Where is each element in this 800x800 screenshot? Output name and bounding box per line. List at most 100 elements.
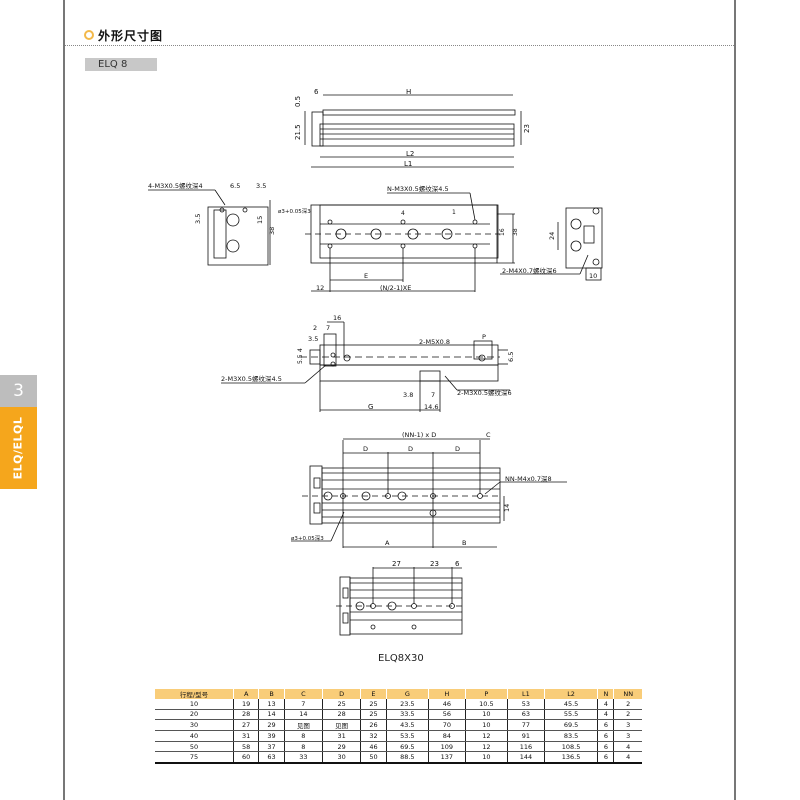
table-cell: 88.5 [386,751,430,764]
table-cell: 12 [465,741,509,753]
svg-text:H: H [406,88,411,96]
top-view-drawing: 6 H 0.5 21.5 23 L2 L1 [294,88,531,168]
table-cell: 30 [322,751,362,764]
table-cell: 55.5 [544,709,599,721]
table-cell: 56 [428,709,466,721]
table-cell: 4 [613,751,642,764]
table-cell: 46 [360,741,387,753]
table-cell: 108.5 [544,741,599,753]
table-cell: 6 [597,730,615,742]
table-cell: 29 [322,741,362,753]
col-header: B [258,689,285,699]
table-cell: 109 [428,741,466,753]
col-header: N [597,689,615,699]
svg-text:NN-M4x0.7深8: NN-M4x0.7深8 [505,474,552,483]
table-cell: 144 [507,751,545,764]
svg-text:21.5: 21.5 [294,124,302,140]
table-cell: 31 [322,730,362,742]
table-cell: 70 [428,719,466,732]
dotted-divider [65,45,734,46]
svg-text:6: 6 [314,88,319,96]
table-cell: 4 [597,699,615,710]
table-cell: 84 [428,730,466,742]
svg-text:12: 12 [316,284,324,292]
table-cell: 26 [360,719,387,732]
table-cell: 136.5 [544,751,599,764]
svg-text:5.5: 5.5 [297,354,304,364]
table-cell: 63 [258,751,285,764]
svg-text:P: P [482,333,486,341]
col-header: G [386,689,430,699]
table-cell: 27 [233,719,260,732]
svg-text:7: 7 [326,324,330,332]
svg-text:2-M3X0.5螺纹深6: 2-M3X0.5螺纹深6 [457,388,512,397]
col-header: L2 [544,689,599,699]
svg-text:B: B [462,539,466,547]
col-header: 行程/型号 [155,689,234,699]
svg-text:2-M5X0.8: 2-M5X0.8 [419,338,450,346]
svg-text:0.5: 0.5 [294,96,302,107]
table-cell: 58 [233,741,260,753]
table-cell: 32 [360,730,387,742]
table-cell: 25 [360,709,387,721]
table-cell: 20 [155,709,234,721]
svg-text:4: 4 [297,348,304,352]
table-cell: 31 [233,730,260,742]
section-header: 外形尺寸图 [84,26,163,44]
table-cell: 39 [258,730,285,742]
col-header: E [360,689,387,699]
table-cell: 6 [597,719,615,732]
table-cell: 30 [155,719,234,732]
table-cell: 50 [360,751,387,764]
plan-view-drawing: N-M3X0.5螺纹深4.5 ø3+0.05深3 4 1 16 38 E 12 … [278,184,519,292]
col-header: NN [613,689,642,699]
table-cell: 4 [613,741,642,753]
svg-text:3.8: 3.8 [403,391,413,399]
svg-text:4-M3X0.5螺纹深4: 4-M3X0.5螺纹深4 [148,181,203,190]
svg-text:2-M4X0.7螺纹深6: 2-M4X0.7螺纹深6 [502,266,557,275]
table-cell: 7 [284,699,324,710]
table-cell: 6 [597,741,615,753]
table-cell: 13 [258,699,285,710]
svg-text:6.5: 6.5 [230,182,240,190]
table-cell: 10 [465,709,509,721]
elq8x30-view-drawing: 27 23 6 [336,560,464,636]
table-cell: 14 [258,709,285,721]
svg-text:2: 2 [313,324,317,332]
table-cell: 8 [284,741,324,753]
table-cell: 63 [507,709,545,721]
table-cell: 50 [155,741,234,753]
table-header-row: 行程/型号 A B C D E G H P L1 L2 N NN [155,689,642,699]
svg-text:24: 24 [548,232,556,240]
table-cell: 69.5 [544,719,599,732]
table-cell: 10 [155,699,234,710]
table-cell: 60 [233,751,260,764]
table-cell: 4 [597,709,615,721]
page-border-right [734,0,736,800]
table-cell: 见图 [322,719,362,732]
svg-text:D: D [408,445,413,453]
table-cell: 83.5 [544,730,599,742]
svg-text:ø3+0.05深3: ø3+0.05深3 [291,534,324,542]
table-cell: 29 [258,719,285,732]
svg-text:4: 4 [401,210,405,217]
svg-text:10: 10 [589,272,597,280]
table-cell: 25 [360,699,387,710]
side-view-drawing: 16 2 7 3.5 4 5.5 P 6.5 2-M5X0.8 2-M3X0.5… [221,314,515,412]
left-end-view-drawing: 4-M3X0.5螺纹深4 6.5 3.5 3.5 15 38 [148,181,276,266]
page-border-left [63,0,65,800]
table-cell: 37 [258,741,285,753]
svg-text:L2: L2 [406,150,414,158]
svg-text:14.6: 14.6 [424,403,438,411]
svg-text:38: 38 [268,227,276,235]
svg-text:D: D [363,445,368,453]
svg-text:L1: L1 [404,160,412,168]
table-cell: 75 [155,751,234,764]
table-cell: 28 [233,709,260,721]
